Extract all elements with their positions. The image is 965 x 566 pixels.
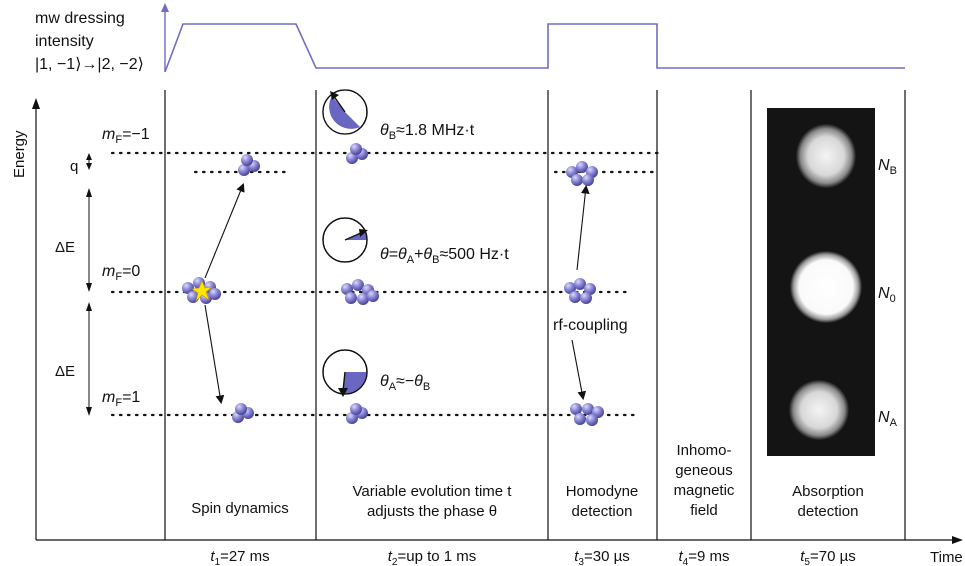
homodyne-arrow-up: [576, 184, 590, 271]
time-axis-arrowhead-icon: [952, 536, 963, 544]
energy-axis-label: Energy: [11, 130, 28, 178]
label-n0: N0: [878, 285, 896, 305]
theta-formula: θ=θA+θB≈500 Hz·t: [380, 246, 509, 266]
theta-b-formula: θB≈1.8 MHz·t: [380, 122, 475, 142]
atom-cluster-homodyne-mf0: [564, 278, 596, 304]
duration-t3: t3=30 µs: [574, 548, 630, 566]
svg-text:mw dressing: mw dressing: [35, 10, 125, 27]
stage-caption-inhomo-line4: field: [690, 502, 718, 519]
svg-text:intensity: intensity: [35, 33, 94, 50]
stage-caption-absorption-line2: detection: [798, 503, 859, 520]
stage-caption-homodyne-line2: detection: [572, 503, 633, 520]
label-na: NA: [878, 409, 898, 429]
absorption-image: [767, 108, 875, 456]
label-mf-minus1: mF=−1: [102, 126, 150, 146]
stage-caption-absorption-line1: Absorption: [792, 483, 864, 500]
label-nb: NB: [878, 157, 897, 177]
stage-caption-inhomo-line3: magnetic: [674, 482, 735, 499]
cloud-n0: [790, 251, 862, 323]
label-mf-0: mF=0: [102, 263, 140, 283]
stage-dividers: [164, 90, 906, 540]
energy-axis-arrowhead-icon: [32, 98, 40, 109]
atom-cluster-homodyne-upper: [566, 161, 598, 186]
duration-t2: t2=up to 1 ms: [388, 548, 477, 566]
collision-burst-icon: [191, 280, 214, 302]
atom-pair-spin-lower: [232, 403, 254, 423]
atom-pair-evolution-upper: [346, 143, 368, 164]
stage-caption-inhomo-line2: geneous: [675, 462, 733, 479]
time-axis-label: Time: [930, 549, 963, 566]
cloud-na: [789, 380, 849, 440]
spin-arrow-up: [204, 182, 245, 279]
duration-t5: t5=70 µs: [800, 548, 856, 566]
phase-clock-theta-a-icon: [322, 349, 368, 397]
duration-t4: t4=9 ms: [679, 548, 730, 566]
atom-cluster-spin-mf0: [182, 277, 221, 304]
stage-caption-spin-dynamics: Spin dynamics: [191, 500, 289, 517]
mw-pulse-waveform: [164, 23, 905, 73]
mw-intensity-label: mw dressing intensity |1, −1⟩→|2, −2⟩: [35, 10, 144, 73]
delta-e-upper-arrow: [86, 188, 92, 292]
phase-clock-theta-b-icon: [322, 89, 368, 135]
spin-arrow-down: [204, 304, 225, 405]
label-mf-plus1: mF=1: [102, 389, 140, 409]
theta-a-formula: θA≈−θB: [380, 373, 430, 393]
rf-coupling-label: rf-coupling: [553, 317, 628, 334]
duration-t1: t1=27 ms: [210, 548, 269, 566]
stage-caption-evolution-line1: Variable evolution time t: [353, 483, 513, 500]
atom-cluster-evolution-mf0: [341, 279, 379, 305]
label-q: q: [70, 158, 78, 175]
stage-caption-homodyne-line1: Homodyne: [566, 483, 639, 500]
stage-caption-evolution-line2: adjusts the phase θ: [367, 503, 497, 520]
mw-axis-arrowhead-icon: [161, 3, 169, 12]
stage-caption-inhomo-line1: Inhomo-: [676, 442, 731, 459]
atom-pair-evolution-lower: [346, 403, 368, 424]
cloud-nb: [796, 124, 856, 188]
label-delta-e-lower: ΔE: [55, 363, 75, 380]
phase-clock-theta-icon: [322, 217, 368, 263]
delta-e-lower-arrow: [86, 302, 92, 416]
label-delta-e-upper: ΔE: [55, 239, 75, 256]
atom-pair-spin-upper: [238, 154, 260, 176]
homodyne-arrow-down: [571, 339, 587, 401]
atom-cluster-homodyne-lower: [570, 403, 604, 426]
svg-text:|1, −1⟩→|2, −2⟩: |1, −1⟩→|2, −2⟩: [35, 56, 144, 73]
